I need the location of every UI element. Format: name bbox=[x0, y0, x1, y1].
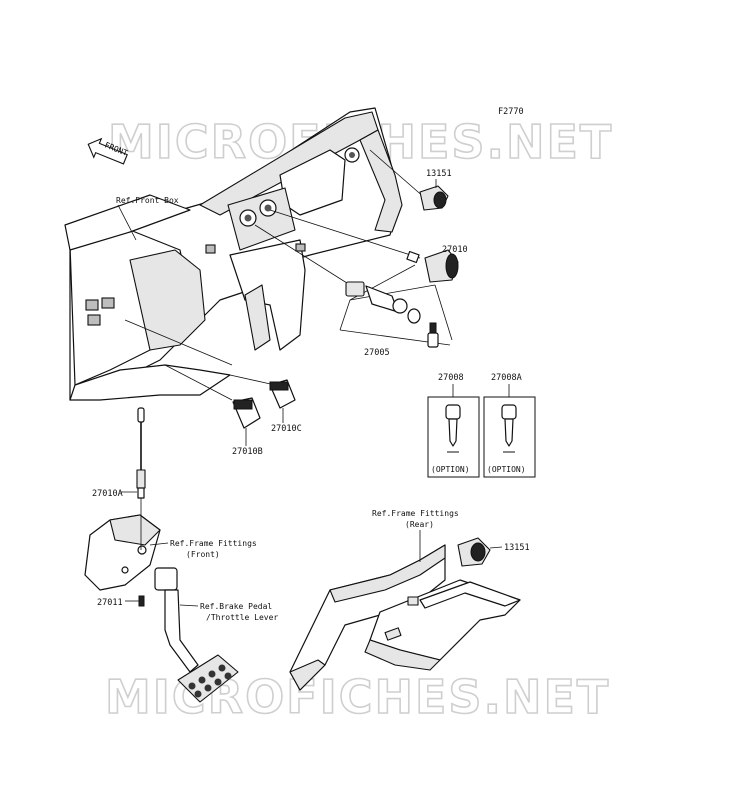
label-27010: 27010 bbox=[442, 245, 468, 255]
bracket-front bbox=[84, 514, 161, 591]
part-27011-bolt bbox=[138, 595, 145, 607]
ref-brake-1: Ref.Brake Pedal bbox=[200, 602, 272, 611]
label-27005: 27005 bbox=[364, 348, 390, 358]
part-27010 bbox=[406, 249, 459, 283]
label-27010a: 27010A bbox=[92, 489, 123, 499]
ref-frame-front-2: (Front) bbox=[186, 550, 220, 559]
label-27008: 27008 bbox=[438, 373, 464, 383]
ref-frame-front-1: Ref.Frame Fittings bbox=[170, 539, 257, 548]
part-13151-top bbox=[419, 185, 449, 211]
ref-brake-2: /Throttle Lever bbox=[206, 613, 278, 622]
label-13151-top: 13151 bbox=[426, 169, 452, 179]
option-label-27008a: (OPTION) bbox=[487, 465, 526, 474]
option-label-27008: (OPTION) bbox=[431, 465, 470, 474]
ref-front-box: Ref.Front Box bbox=[116, 196, 179, 205]
part-27010a-switch bbox=[136, 407, 146, 499]
rear-frame-bracket bbox=[289, 544, 521, 691]
brake-pedal bbox=[154, 567, 239, 703]
label-13151-bottom: 13151 bbox=[504, 543, 530, 553]
part-27005-ignition bbox=[345, 281, 439, 348]
dashboard-panel bbox=[64, 107, 403, 401]
part-27008a-box bbox=[483, 396, 536, 478]
part-27010b-switch bbox=[232, 397, 261, 429]
figure-code: F2770 bbox=[498, 107, 524, 117]
label-27010c: 27010C bbox=[271, 424, 302, 434]
ref-frame-rear-1: Ref.Frame Fittings bbox=[372, 509, 459, 518]
label-27008a: 27008A bbox=[491, 373, 522, 383]
part-27008-box bbox=[427, 396, 480, 478]
front-arrow-icon bbox=[87, 137, 128, 165]
ref-frame-rear-2: (Rear) bbox=[405, 520, 434, 529]
label-27011: 27011 bbox=[97, 598, 123, 608]
part-27010c-switch bbox=[269, 379, 296, 409]
part-13151-bottom bbox=[457, 537, 491, 567]
label-27010b: 27010B bbox=[232, 447, 263, 457]
